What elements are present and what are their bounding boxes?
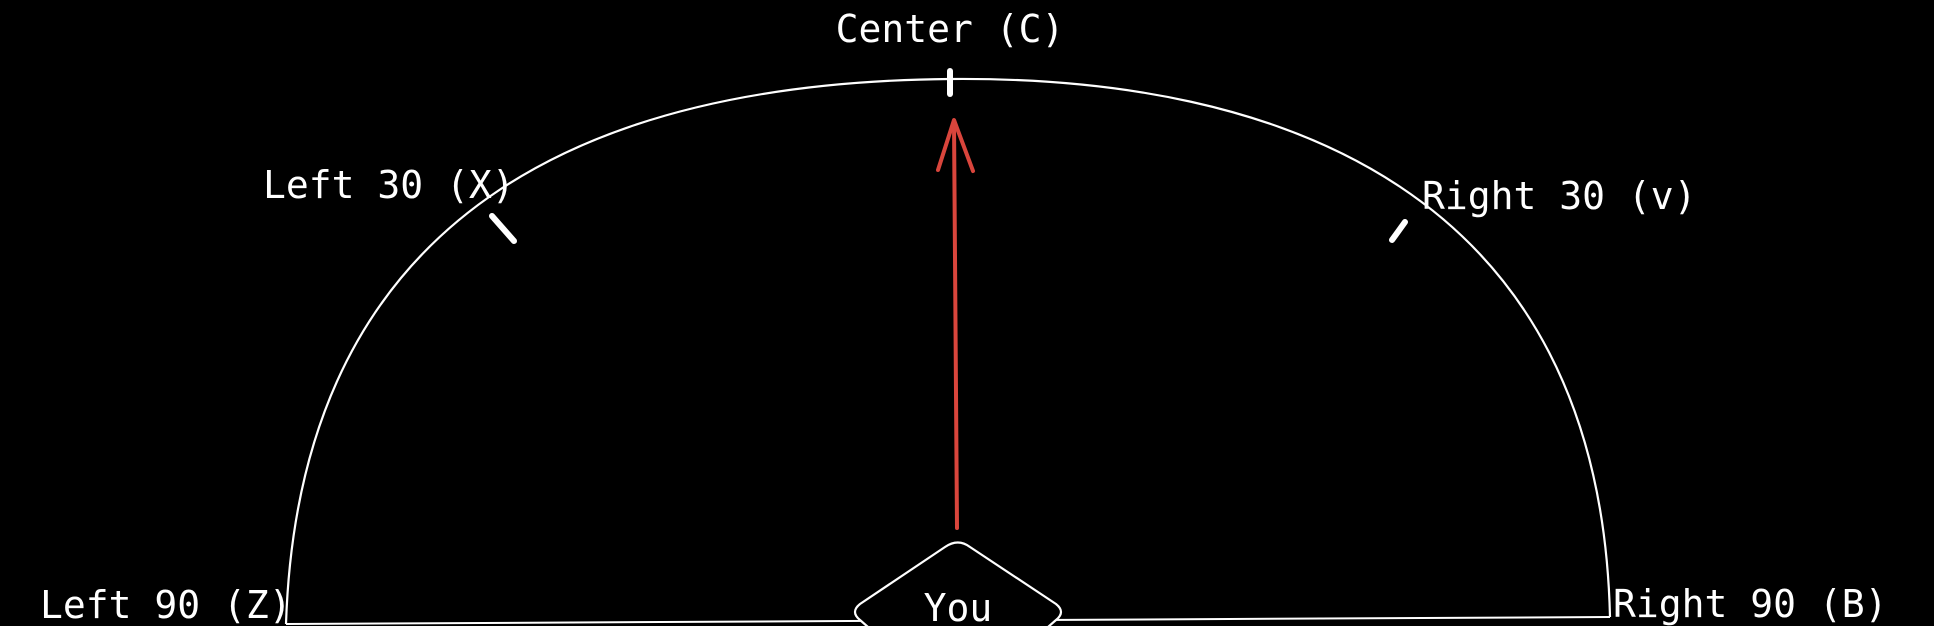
you-label: You [924, 586, 993, 626]
left-30-tick [489, 213, 517, 244]
right-30-tick [1389, 219, 1408, 243]
center-label: Center (C) [836, 7, 1065, 51]
direction-arc [284, 77, 1612, 625]
right-30-label: Right 30 (v) [1422, 174, 1697, 218]
heading-arrow-shaft [952, 120, 959, 530]
left-90-label: Left 90 (Z) [40, 583, 292, 626]
right-90-label: Right 90 (B) [1613, 582, 1888, 626]
heading-arrow-head [936, 118, 975, 173]
you-marker [853, 541, 1063, 626]
left-30-label: Left 30 (X) [263, 163, 515, 207]
